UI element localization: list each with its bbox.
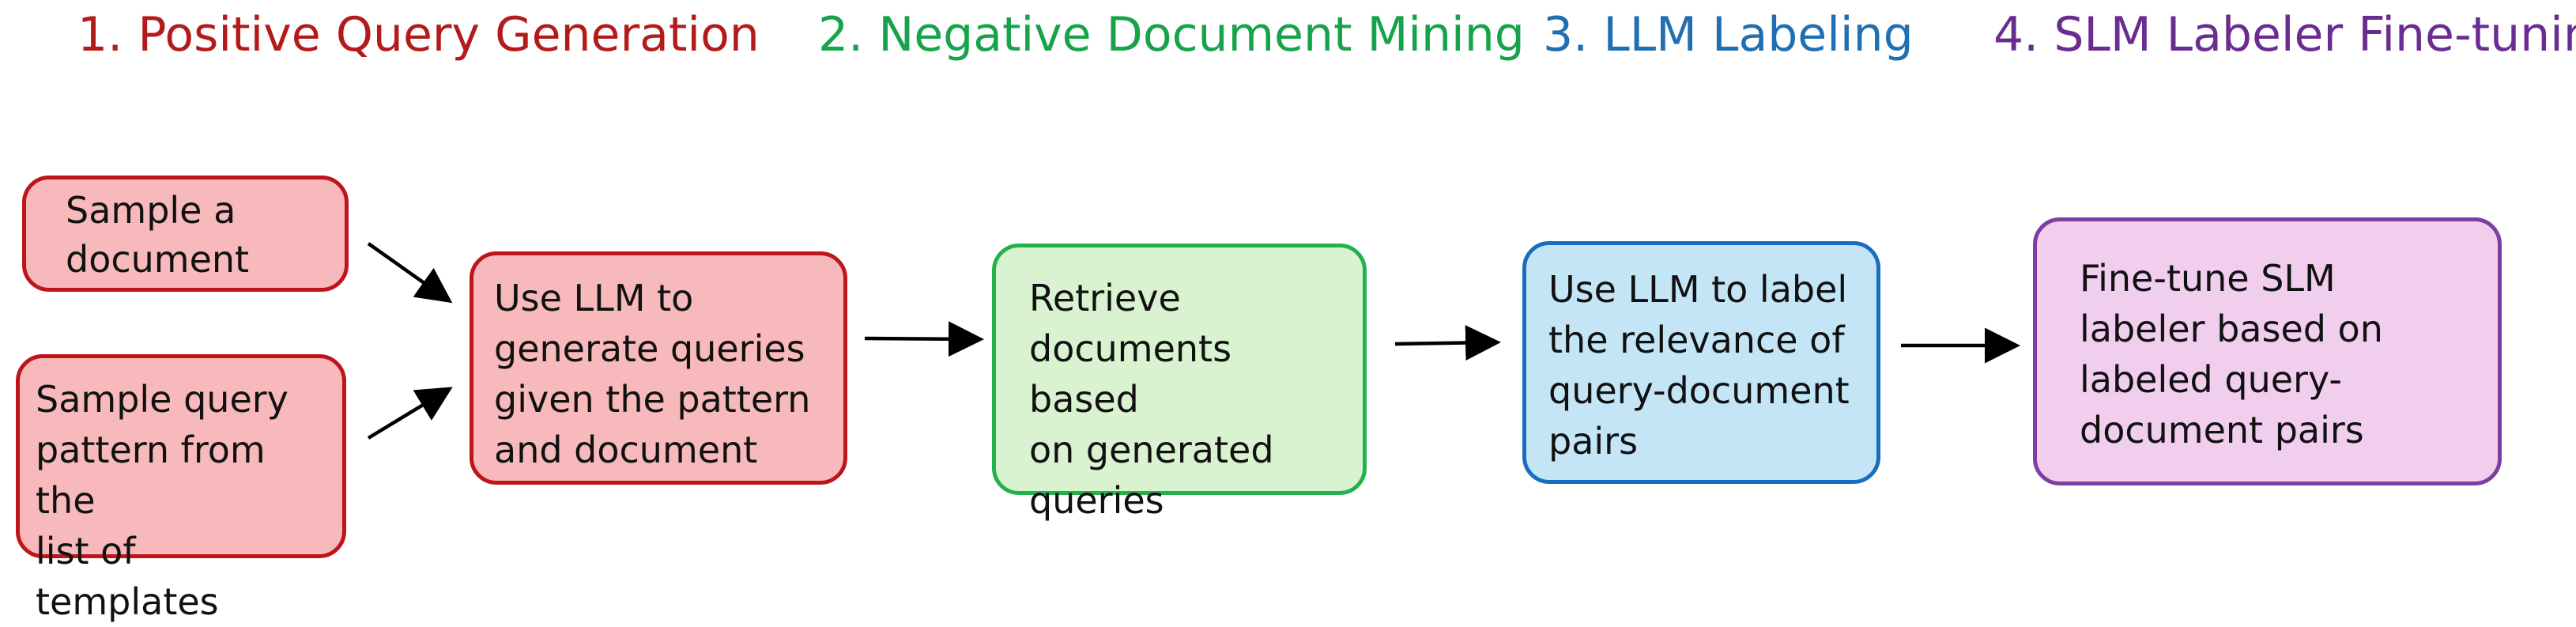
stage-title-slm-labeler-fine-tuning: 4. SLM Labeler Fine-tuning (1993, 7, 2576, 62)
box-line: document (66, 238, 250, 281)
box-line: Fine-tune SLM (2080, 257, 2336, 300)
label-relevance-box: Use LLM to label the relevance of query-… (1522, 241, 1880, 484)
flow-arrows (367, 242, 2020, 440)
arrow-sample-pattern-to-generate (367, 387, 453, 440)
box-line: on generated (1029, 429, 1274, 471)
box-line: and document (494, 429, 758, 471)
arrow-generate-to-retrieve (864, 321, 984, 357)
arrow-sample-document-to-generate (367, 242, 453, 304)
stage-title-llm-labeling: 3. LLM Labeling (1543, 7, 1914, 62)
box-line: Sample query (36, 378, 289, 421)
stage-title-negative-document-mining: 2. Negative Document Mining (818, 7, 1525, 62)
box-line: Retrieve (1029, 277, 1181, 319)
retrieve-documents-box: Retrieve documents based on generated qu… (992, 244, 1367, 522)
box-line: generate queries (494, 327, 805, 370)
box-line: pattern from the (36, 429, 266, 522)
box-line: Sample a (66, 189, 236, 232)
sample-document-box: Sample a document (22, 176, 349, 292)
box-line: given the pattern (494, 378, 811, 421)
box-line: query-document (1548, 369, 1850, 412)
stage-title-positive-query-generation: 1. Positive Query Generation (77, 7, 760, 62)
box-line: Use LLM to (494, 277, 694, 319)
box-line: labeled query- (2080, 358, 2342, 401)
box-line: the relevance of (1548, 319, 1845, 361)
arrow-retrieve-to-label (1394, 325, 1501, 361)
box-line: labeler based on (2080, 308, 2383, 350)
box-line: pairs (1548, 420, 1639, 463)
box-line: Use LLM to label (1548, 268, 1848, 311)
box-line: documents based (1029, 327, 1232, 421)
finetune-slm-box: Fine-tune SLM labeler based on labeled q… (2033, 217, 2502, 485)
box-line: document pairs (2080, 409, 2364, 451)
generate-queries-box: Use LLM to generate queries given the pa… (470, 251, 847, 485)
box-line: queries (1029, 479, 1164, 522)
